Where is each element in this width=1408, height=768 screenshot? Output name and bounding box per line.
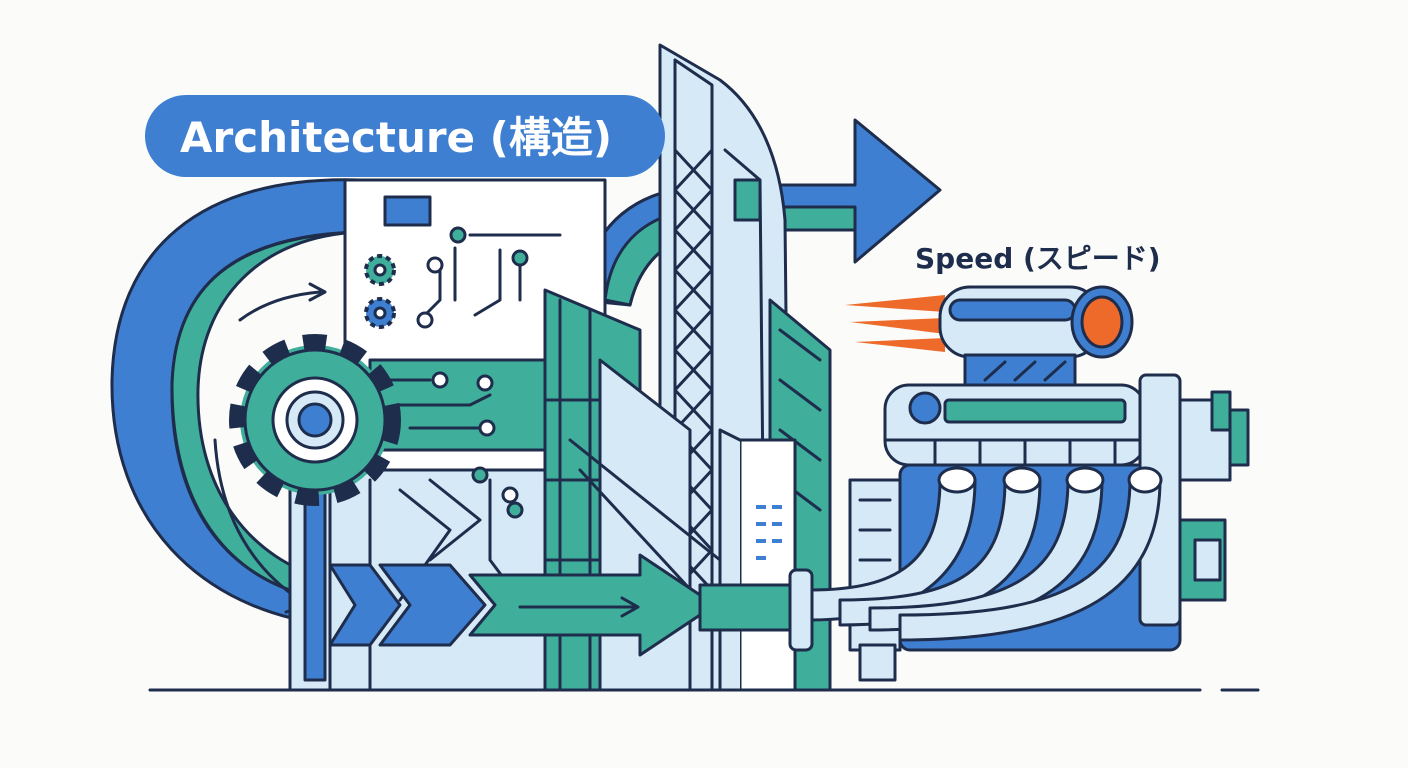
exhaust-flame (845, 295, 945, 352)
supercharger-icon (938, 285, 1134, 392)
arrow-right-icon (328, 553, 792, 657)
architecture-label-text: Architecture (構造) (180, 113, 612, 162)
small-gear-icon (364, 297, 396, 329)
circuit-traces (368, 358, 552, 452)
architecture-label: Architecture (構造) (145, 95, 665, 177)
small-gear-icon (364, 254, 396, 286)
building-windows (756, 505, 782, 560)
gear-icon (229, 334, 401, 506)
engine-icon (788, 285, 1250, 682)
speed-label: Speed (スピード) (915, 242, 1161, 275)
exhaust-pipe-icon (788, 466, 1163, 652)
